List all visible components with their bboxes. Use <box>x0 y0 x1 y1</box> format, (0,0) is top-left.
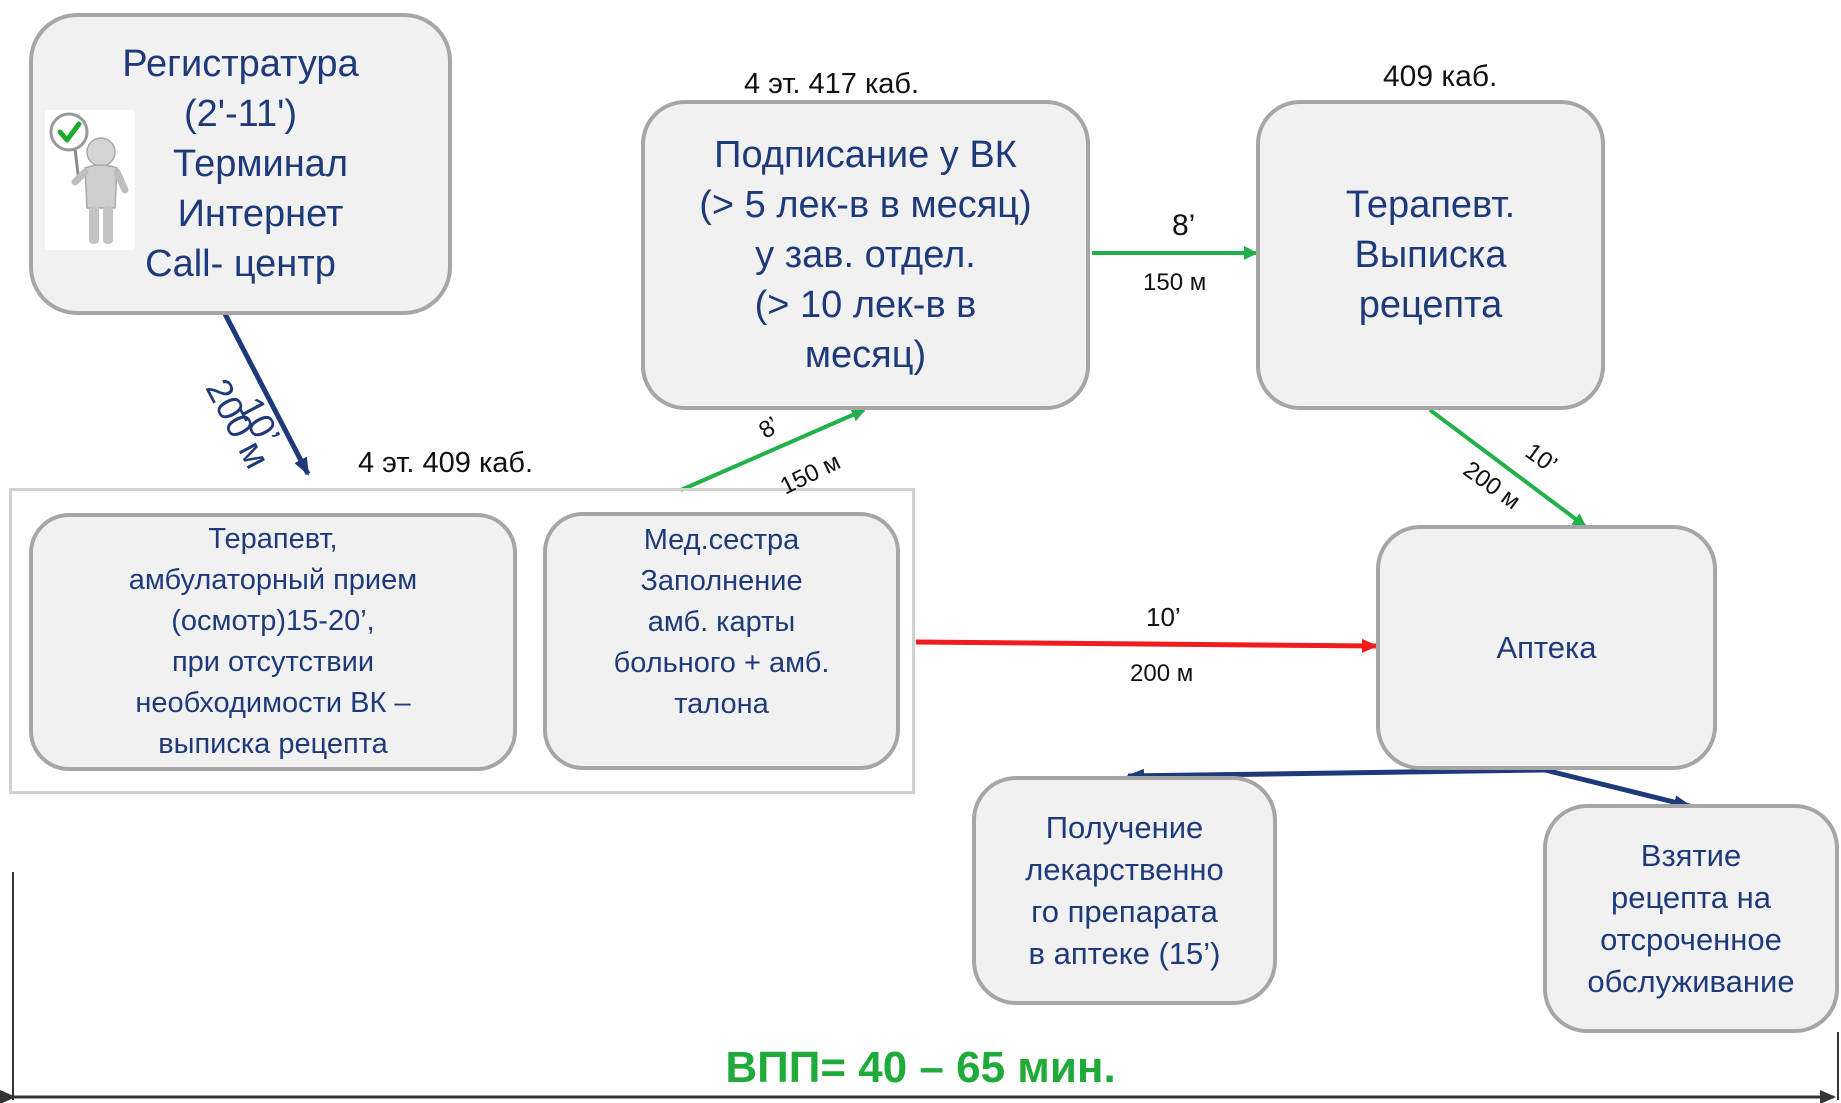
node-therapist-visit: Терапевт, амбулаторный прием (осмотр)15-… <box>29 513 517 771</box>
node-get-drug: Получение лекарственно го препарата в ап… <box>972 776 1277 1005</box>
nurse-line-4: больного + амб. <box>613 647 830 679</box>
signing-line-1: Подписание у ВК <box>714 134 1017 176</box>
location-room-409-top: 409 каб. <box>1383 60 1498 93</box>
node-therapist-rx: Терапевт. Выписка рецепта <box>1256 100 1605 410</box>
arrow-therapist-to-pharmacy <box>1428 408 1587 528</box>
arrow-pharmacy-to-get-drug <box>1126 767 1546 783</box>
total-duration-label: ВПП= 40 – 65 мин. <box>725 1043 1116 1092</box>
signing-line-3: у зав. отдел. <box>755 234 976 276</box>
nurse-line-3: амб. карты <box>647 606 796 638</box>
arrow-registry-to-group <box>221 310 311 476</box>
therapist-visit-line-6: выписка рецепта <box>158 728 388 760</box>
nurse-line-1: Мед.сестра <box>643 524 800 556</box>
registry-line-1: Регистратура <box>122 43 359 85</box>
arrow-nurse-to-signing <box>680 408 866 492</box>
edge-group-pharmacy-time: 10’ <box>1146 602 1181 632</box>
therapist-visit-line-3: (осмотр)15-20’, <box>171 605 375 637</box>
deferred-line-4: обслуживание <box>1587 963 1795 999</box>
get-drug-line-2: лекарственно <box>1025 851 1224 887</box>
get-drug-line-4: в аптеке (15’) <box>1028 935 1221 971</box>
node-signing: Подписание у ВК (> 5 лек-в в месяц) у за… <box>641 100 1090 410</box>
therapist-visit-line-4: при отсутствии <box>171 646 375 678</box>
therapist-rx-line-1: Терапевт. <box>1345 184 1516 226</box>
deferred-line-2: рецепта на <box>1611 879 1771 915</box>
get-drug-line-1: Получение <box>1045 809 1204 845</box>
edge-signing-therapist-time: 8’ <box>1172 209 1196 242</box>
deferred-line-3: отсроченное <box>1600 921 1782 957</box>
registry-line-5: Call- центр <box>145 243 336 285</box>
deferred-line-1: Взятие <box>1640 837 1742 873</box>
therapist-rx-line-3: рецепта <box>1358 284 1503 326</box>
location-room-409: 4 эт. 409 каб. <box>358 447 534 479</box>
nurse-line-2: Заполнение <box>640 565 803 597</box>
signing-line-5: месяц) <box>804 334 927 376</box>
therapist-visit-line-2: амбулаторный прием <box>128 564 418 596</box>
location-room-417: 4 эт. 417 каб. <box>744 68 920 100</box>
edge-signing-therapist-distance: 150 м <box>1143 269 1207 296</box>
registry-line-4: Интернет <box>177 193 344 235</box>
node-deferred: Взятие рецепта на отсроченное обслуживан… <box>1543 804 1839 1033</box>
registry-line-2: (2'-11') <box>183 93 298 135</box>
therapist-visit-line-1: Терапевт, <box>208 523 338 555</box>
therapist-rx-line-2: Выписка <box>1354 234 1507 276</box>
registry-line-3: Терминал <box>173 143 348 185</box>
nurse-line-5: талона <box>674 688 769 720</box>
node-pharmacy: Аптека <box>1376 525 1717 770</box>
node-nurse: Мед.сестра Заполнение амб. карты больног… <box>543 512 900 770</box>
person-with-checkmark-sign-icon <box>45 110 135 250</box>
signing-line-4: (> 10 лек-в в <box>754 284 977 326</box>
room-409-group-frame <box>9 488 915 794</box>
arrow-group-to-pharmacy <box>915 638 1378 653</box>
pharmacy-line-1: Аптека <box>1496 629 1597 665</box>
therapist-visit-line-5: необходимости ВК – <box>135 687 411 719</box>
get-drug-line-3: го препарата <box>1031 893 1218 929</box>
signing-line-2: (> 5 лек-в в месяц) <box>699 184 1032 226</box>
arrow-pharmacy-to-deferred <box>1544 767 1692 809</box>
edge-group-pharmacy-distance: 200 м <box>1130 660 1194 687</box>
